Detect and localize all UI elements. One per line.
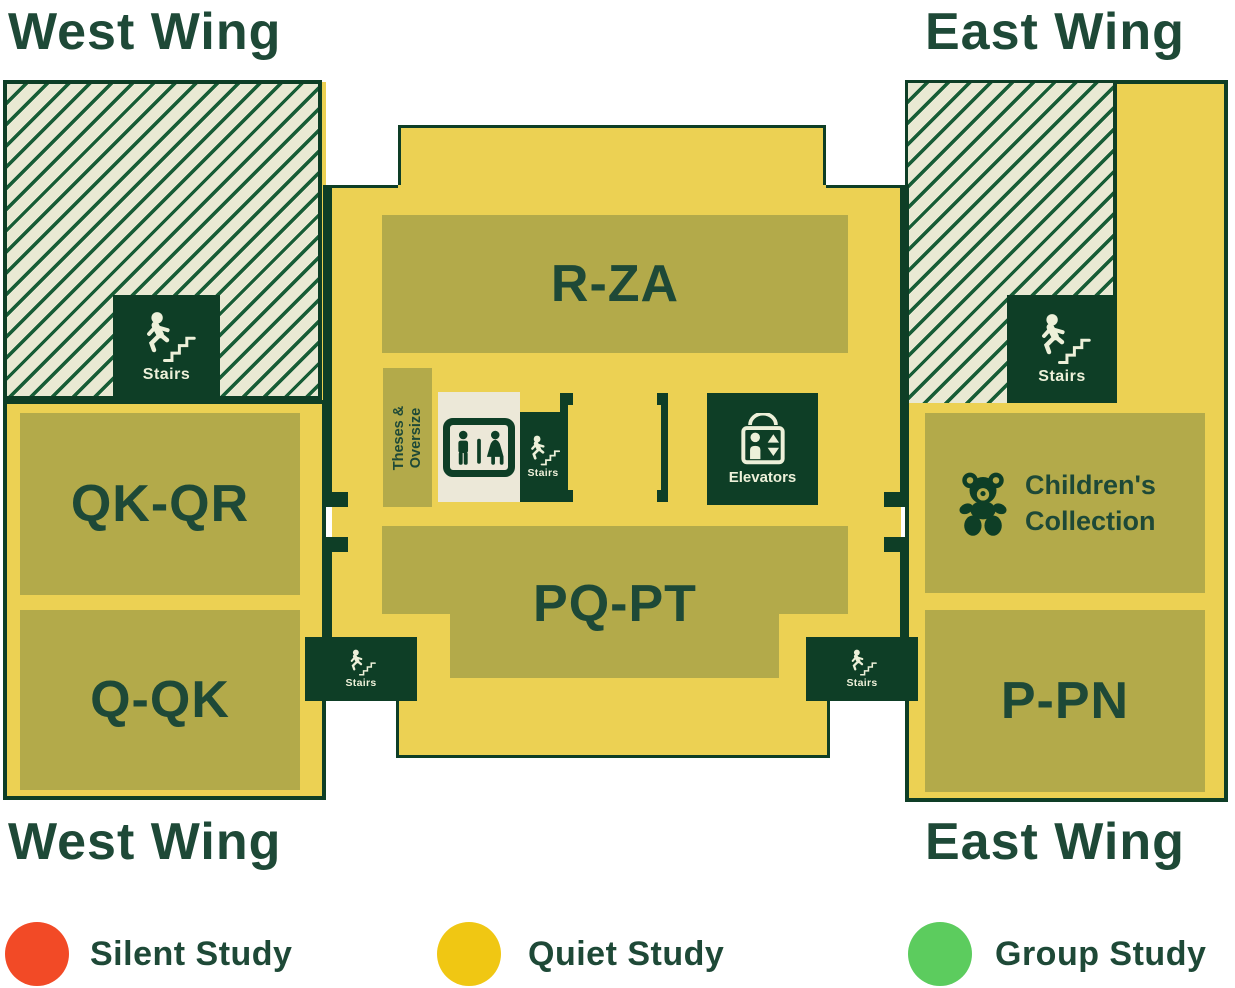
theses-oversize-area: Theses & Oversize bbox=[383, 368, 432, 507]
wall-east-lower bbox=[900, 537, 909, 638]
stack-label-qk-qr: QK-QR bbox=[70, 475, 250, 533]
wall-east-lower-stub bbox=[884, 537, 909, 552]
wall-west-lower-stub bbox=[323, 537, 348, 552]
stack-area-pq-pt-lower bbox=[450, 614, 779, 678]
childrens-collection-area: Children's Collection bbox=[925, 413, 1205, 593]
stack-area-qk-qr: QK-QR bbox=[20, 413, 300, 595]
central-top-border-right bbox=[826, 185, 901, 188]
restrooms-area bbox=[438, 392, 520, 502]
stairs-icon bbox=[346, 649, 376, 676]
wall-mid-flange-bottom bbox=[657, 490, 668, 502]
west-wing-stairs: Stairs bbox=[113, 295, 220, 400]
wall-west-upper bbox=[323, 185, 332, 507]
west-wing-edge-strip bbox=[319, 82, 326, 400]
wall-mid-vertical bbox=[661, 393, 668, 502]
east-wing-stairs: Stairs bbox=[1007, 295, 1117, 403]
stairs-icon bbox=[1033, 313, 1091, 365]
stack-label-p-pn: P-PN bbox=[1000, 672, 1130, 730]
wall-west-upper-stub bbox=[323, 492, 348, 507]
stairs-icon bbox=[526, 435, 560, 466]
quiet-study-dot bbox=[437, 922, 501, 986]
east-wing-stairs-label: Stairs bbox=[1038, 367, 1086, 385]
west-wing-heading-bottom: West Wing bbox=[8, 813, 282, 871]
southwest-stairs: Stairs bbox=[305, 637, 417, 701]
theses-line2: Oversize bbox=[407, 407, 424, 468]
childrens-collection-line1: Children's bbox=[1025, 470, 1156, 500]
wall-central-stairs-flange-bottom bbox=[560, 490, 573, 502]
wall-mid-flange-top bbox=[657, 393, 668, 405]
stack-area-pq-pt-upper bbox=[382, 526, 848, 614]
southeast-stairs-label: Stairs bbox=[846, 677, 878, 689]
wall-central-stairs-flange-top bbox=[560, 393, 573, 405]
central-top-border-left bbox=[332, 185, 398, 188]
stairs-icon bbox=[138, 311, 196, 363]
elevators-label: Elevators bbox=[728, 468, 797, 486]
west-wing-stairs-label: Stairs bbox=[142, 366, 191, 383]
wall-central-stairs-vertical bbox=[560, 393, 568, 502]
southwest-stairs-label: Stairs bbox=[345, 677, 377, 689]
group-study-dot bbox=[908, 922, 972, 986]
childrens-collection-line2: Collection bbox=[1025, 506, 1156, 536]
west-wing-heading-top: West Wing bbox=[8, 3, 282, 61]
central-stairs: Stairs bbox=[520, 412, 566, 502]
southeast-stairs: Stairs bbox=[806, 637, 918, 701]
elevator-icon bbox=[734, 412, 792, 467]
stack-label-q-qk: Q-QK bbox=[90, 671, 230, 729]
stack-area-q-qk: Q-QK bbox=[20, 610, 300, 790]
quiet-study-label: Quiet Study bbox=[528, 934, 725, 973]
central-building-bottom-section bbox=[396, 700, 830, 758]
restroom-icon bbox=[443, 418, 515, 477]
childrens-collection-label: Children's Collection bbox=[1025, 467, 1156, 539]
east-wing-heading-top: East Wing bbox=[925, 3, 1185, 61]
wall-west-lower bbox=[323, 537, 332, 638]
elevators-area: Elevators bbox=[707, 393, 818, 505]
silent-study-dot bbox=[5, 922, 69, 986]
teddy-bear-icon bbox=[957, 469, 1009, 537]
stack-label-pq-pt-wrap: PQ-PT bbox=[382, 574, 848, 634]
wall-east-upper bbox=[900, 185, 909, 507]
stack-area-p-pn: P-PN bbox=[925, 610, 1205, 792]
stack-label-r-za: R-ZA bbox=[550, 255, 680, 313]
central-building-top-section bbox=[398, 125, 826, 185]
silent-study-label: Silent Study bbox=[90, 934, 293, 973]
east-wing-heading-bottom: East Wing bbox=[925, 813, 1185, 871]
stairs-icon bbox=[847, 649, 877, 676]
theses-oversize-label: Theses & Oversize bbox=[391, 405, 425, 469]
theses-line1: Theses & bbox=[390, 405, 407, 470]
stack-label-pq-pt: PQ-PT bbox=[533, 575, 697, 633]
stack-area-r-za: R-ZA bbox=[382, 215, 848, 353]
group-study-label: Group Study bbox=[995, 934, 1207, 973]
central-stairs-label: Stairs bbox=[527, 467, 559, 479]
wall-east-upper-stub bbox=[884, 492, 909, 507]
